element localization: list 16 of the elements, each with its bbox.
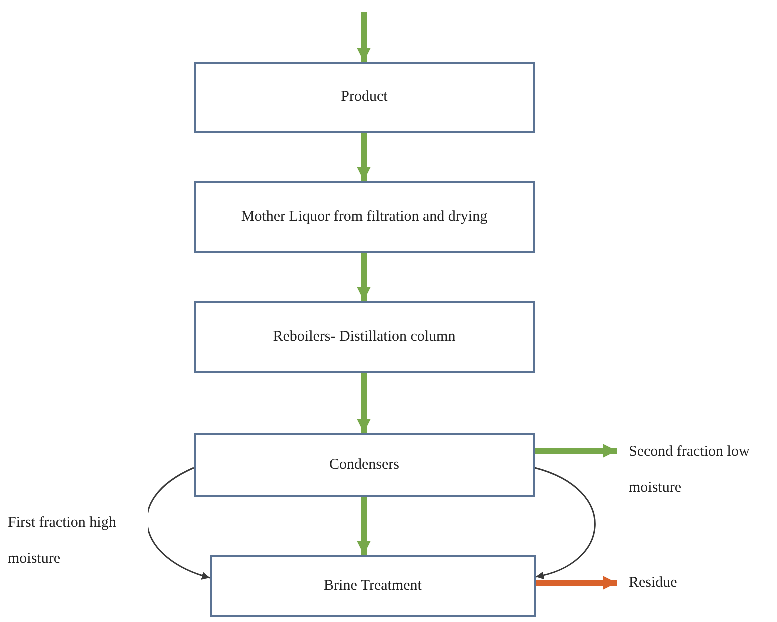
flow-text: Second fraction low moisture bbox=[629, 440, 775, 500]
arrow bbox=[357, 373, 371, 433]
flow-text: Residue bbox=[629, 570, 719, 596]
arrow bbox=[535, 444, 617, 458]
arrow bbox=[357, 497, 371, 555]
arrow bbox=[357, 253, 371, 301]
process-box: Condensers bbox=[194, 433, 535, 497]
process-box: Product bbox=[194, 62, 535, 133]
process-box: Reboilers- Distillation column bbox=[194, 301, 535, 373]
process-box: Mother Liquor from filtration and drying bbox=[194, 181, 535, 253]
arrow bbox=[536, 576, 617, 590]
process-box: Brine Treatment bbox=[210, 555, 536, 617]
arrow bbox=[357, 12, 371, 62]
arrow bbox=[534, 467, 596, 579]
arrow bbox=[357, 133, 371, 181]
arrow bbox=[146, 467, 210, 580]
